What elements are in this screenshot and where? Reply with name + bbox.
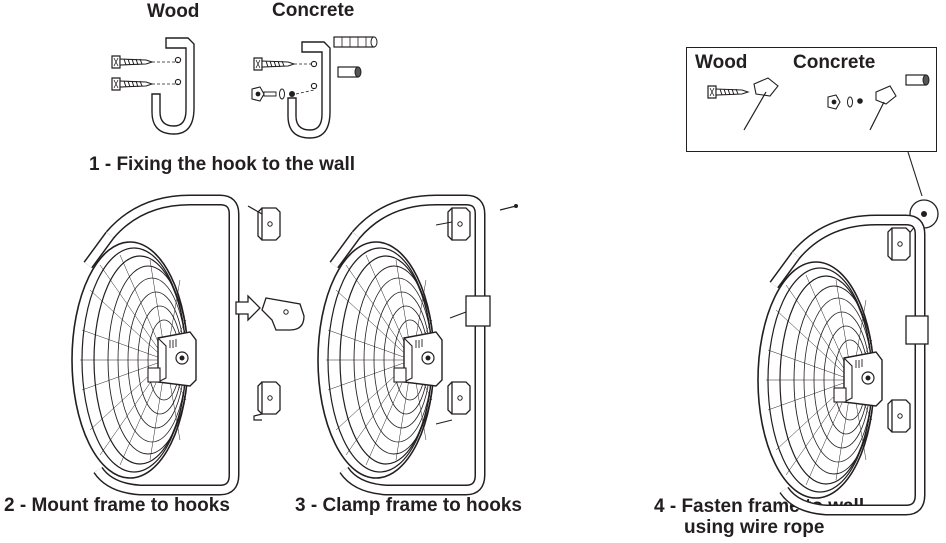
step4-wood-label: Wood	[695, 52, 748, 73]
step4-concrete-bolt-with-rope	[827, 74, 930, 131]
step1-caption: 1 - Fixing the hook to the wall	[89, 154, 356, 175]
step4-clamped-hooks	[887, 227, 929, 433]
step3-caption: 3 - Clamp frame to hooks	[295, 495, 522, 516]
step4-concrete-label: Concrete	[793, 52, 876, 73]
step2-fan-assembly	[71, 200, 234, 490]
arrow-icon	[235, 294, 261, 322]
step1-concrete-hook	[251, 36, 378, 139]
step4-fan-assembly	[757, 220, 920, 510]
step2-caption: 2 - Mount frame to hooks	[4, 495, 230, 516]
step3-fan-assembly	[317, 200, 480, 490]
step2-loose-hooks	[247, 205, 305, 421]
step3-clamped-hooks	[435, 204, 518, 425]
step1-concrete-label: Concrete	[272, 0, 355, 21]
step1-wood-label: Wood	[147, 1, 200, 22]
step4-fastener-inset	[686, 47, 937, 152]
step4-wood-screw-with-rope	[707, 77, 779, 131]
step4-caption-line2: using wire rope	[684, 517, 825, 538]
step1-wood-hook	[111, 37, 195, 135]
callout-leader	[907, 151, 923, 197]
